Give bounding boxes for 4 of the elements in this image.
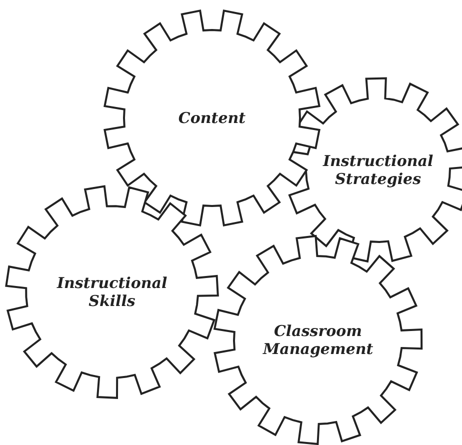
gear-label: Classroom Management (263, 322, 373, 358)
gear-label: Instructional Skills (57, 274, 167, 310)
gear-label: Content (177, 109, 247, 127)
gear-label: Instructional Strategies (323, 152, 433, 188)
